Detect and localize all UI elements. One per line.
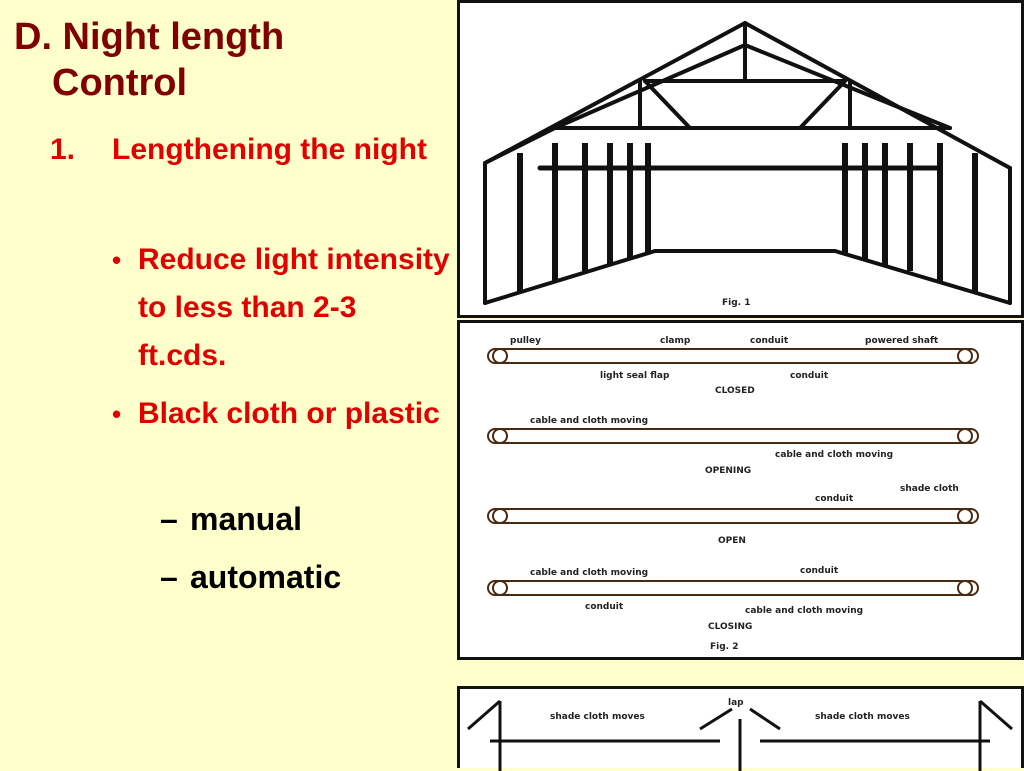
figure-greenhouse-frame: Fig. 1 — [457, 0, 1024, 318]
sub-bullet-text: automatic — [190, 559, 342, 595]
label-conduit-3: conduit — [815, 494, 854, 504]
bullet-item: • Black cloth or plastic — [112, 390, 452, 438]
label-conduit: conduit — [750, 336, 789, 346]
subheading: 1. Lengthening the night — [50, 130, 440, 170]
sub-bullet-list: –manual –automatic — [160, 490, 420, 606]
bullet-text: Reduce light intensity to less than 2-3 … — [138, 243, 450, 372]
title-line-1: D. Night length — [14, 16, 285, 58]
double-bay-drawing: shade cloth moves shade cloth moves lap — [467, 698, 1013, 771]
label-cable-cloth-moving: cable and cloth moving — [530, 416, 648, 426]
state-closed: CLOSED — [715, 386, 755, 396]
label-cable-cloth-moving-4: cable and cloth moving — [745, 606, 863, 616]
label-conduit-2: conduit — [790, 371, 829, 381]
state-closing: CLOSING — [708, 622, 752, 632]
subheading-text: Lengthening the night — [112, 133, 427, 166]
label-clamp: clamp — [660, 336, 691, 346]
label-cable-cloth-moving-3: cable and cloth moving — [530, 568, 648, 578]
label-shade-cloth-moves-left: shade cloth moves — [550, 712, 645, 722]
label-lap: lap — [728, 698, 744, 708]
label-shade-cloth: shade cloth — [900, 484, 959, 494]
label-shade-cloth-moves-right: shade cloth moves — [815, 712, 910, 722]
label-conduit-4: conduit — [800, 566, 839, 576]
bullet-dot-icon: • — [112, 245, 122, 275]
bullet-dot-icon: • — [112, 399, 122, 429]
greenhouse-frame-drawing: Fig. 1 — [483, 21, 1012, 308]
bullet-text: Black cloth or plastic — [138, 397, 440, 430]
figure-double-bay: shade cloth moves shade cloth moves lap — [457, 686, 1024, 771]
figure-curtain-mechanism: pulley clamp conduit powered shaft light… — [457, 320, 1024, 660]
label-cable-cloth-moving-2: cable and cloth moving — [775, 450, 893, 460]
title-line-2: Control — [52, 62, 188, 104]
sub-bullet-text: manual — [190, 501, 303, 537]
sub-bullet-item: –manual — [160, 490, 420, 548]
label-pulley: pulley — [510, 336, 541, 346]
slide-title: D. Night length Control — [14, 14, 444, 106]
curtain-mechanism-drawing: pulley clamp conduit powered shaft light… — [487, 336, 979, 652]
bullet-item: • Reduce light intensity to less than 2-… — [112, 236, 452, 380]
subheading-number: 1. — [50, 133, 76, 166]
label-light-seal-flap: light seal flap — [600, 371, 670, 381]
sub-bullet-item: –automatic — [160, 548, 420, 606]
label-powered-shaft: powered shaft — [865, 336, 939, 346]
dash-icon: – — [160, 501, 178, 537]
bullet-list: • Reduce light intensity to less than 2-… — [112, 236, 452, 448]
dash-icon: – — [160, 559, 178, 595]
state-opening: OPENING — [705, 466, 751, 476]
label-conduit-5: conduit — [585, 602, 624, 612]
figure1-caption: Fig. 1 — [722, 298, 751, 308]
state-open: OPEN — [718, 536, 746, 546]
figure2-caption: Fig. 2 — [710, 642, 739, 652]
